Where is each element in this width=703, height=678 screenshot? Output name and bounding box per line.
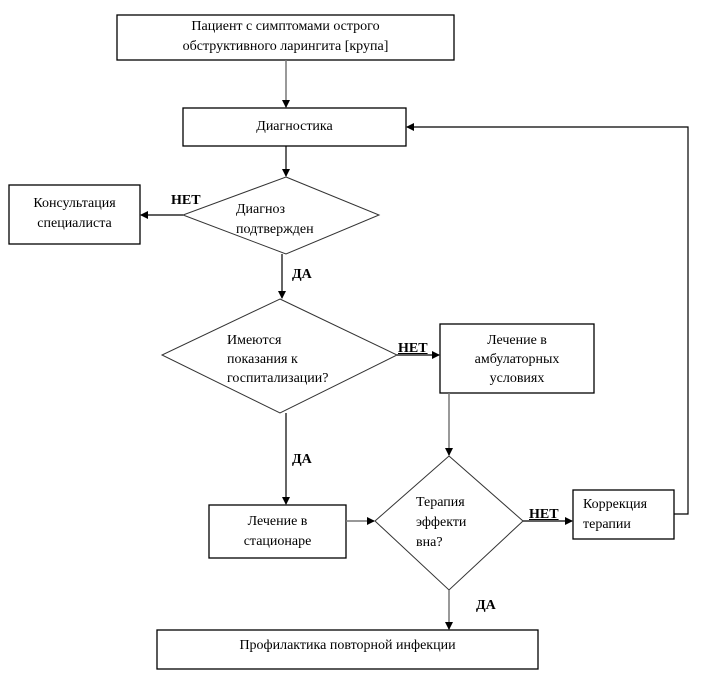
node-therapy-correction-text: Коррекция терапии [583,495,647,535]
node-specialist-consult-text: Консультация специалиста [9,194,140,234]
node-therapy-effective-line-3: вна? [416,535,443,550]
node-therapy-effective-text: Терапия эффекти вна? [416,493,466,553]
node-diagnosis-confirmed-text: Диагноз подтвержден [236,200,314,240]
edge-label-diagnosis-yes: ДА [292,267,312,282]
node-outpatient-line-2: амбулаторных [474,352,560,367]
edge-label-diagnosis-no: НЕТ [171,193,201,208]
node-inpatient-line-2: стационаре [243,534,312,549]
node-outpatient-treatment-box [439,323,595,394]
node-hospitalization-line-1: Имеются [227,333,282,348]
node-therapy-correction-box [572,489,675,540]
node-outpatient-line-3: условиях [489,371,545,386]
node-hospitalization-line-2: показания к [227,352,298,367]
node-patient-line-2: обструктивного ларингита [крупа] [182,39,389,54]
node-specialist-consult-box [8,184,141,245]
node-diagnosis-confirmed-diamond [181,176,381,255]
node-inpatient-treatment-box [208,504,347,559]
node-inpatient-line-1: Лечение в [247,514,308,529]
node-specialist-consult-line-1: Консультация [33,196,116,211]
edge-correction-to-diagnostics [406,123,689,515]
node-hospitalization-line-3: госпитализации? [227,371,329,386]
edge-label-hospitalization-yes: ДА [292,452,312,467]
node-therapy-effective-line-1: Терапия [416,495,465,510]
node-hospitalization-indicated-diamond [160,298,399,414]
edge-label-hospitalization-no: НЕТ [398,341,428,356]
node-prevention-box [156,629,539,670]
node-patient-box [116,14,455,61]
edge-label-effective-no: НЕТ [529,507,559,522]
node-diagnostics-text: Диагностика [183,117,406,137]
edge-label-effective-yes: ДА [476,598,496,613]
node-outpatient-line-1: Лечение в [487,333,547,348]
node-inpatient-treatment-text: Лечение в стационаре [209,512,346,552]
node-diagnosis-confirmed-line-2: подтвержден [236,222,314,237]
node-patient-text: Пациент с симптомами острого обструктивн… [117,17,454,57]
node-hospitalization-indicated-text: Имеются показания к госпитализации? [227,331,328,388]
node-diagnosis-confirmed-line-1: Диагноз [236,202,286,217]
node-prevention-text: Профилактика повторной инфекции [157,636,538,656]
node-diagnostics-line-1: Диагностика [256,119,333,134]
node-diagnostics-box [182,107,407,147]
node-therapy-correction-line-1: Коррекция [583,497,648,512]
node-outpatient-treatment-text: Лечение в амбулаторных условиях [440,331,594,388]
node-therapy-correction-line-2: терапии [583,517,631,532]
node-prevention-line-1: Профилактика повторной инфекции [239,638,456,653]
node-patient-line-1: Пациент с симптомами острого [191,19,380,34]
node-therapy-effective-line-2: эффекти [416,515,467,530]
node-specialist-consult-line-2: специалиста [37,216,112,231]
